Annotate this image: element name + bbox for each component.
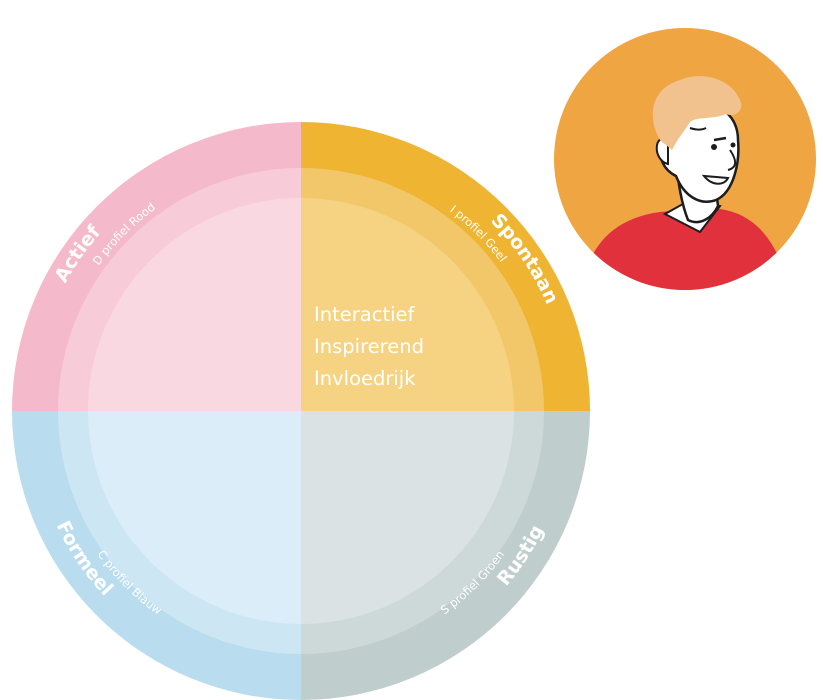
trait-list: Interactief Inspirerend Invloedrijk	[314, 303, 424, 390]
quadrant-s-inner	[301, 411, 514, 624]
trait-invloedrijk: Invloedrijk	[314, 367, 416, 390]
quadrant-i-inner	[301, 198, 514, 411]
quadrant-s	[301, 411, 590, 700]
avatar-shirt	[580, 207, 790, 290]
avatar-person	[580, 76, 790, 290]
avatar	[554, 28, 816, 290]
avatar-hair	[652, 76, 742, 150]
quadrant-d	[12, 122, 301, 411]
quadrant-d-inner	[88, 198, 301, 411]
trait-inspirerend: Inspirerend	[314, 335, 424, 358]
quadrant-c-inner	[88, 411, 301, 624]
quadrant-c	[12, 411, 301, 700]
trait-interactief: Interactief	[314, 303, 416, 326]
quadrant-i	[301, 122, 590, 411]
